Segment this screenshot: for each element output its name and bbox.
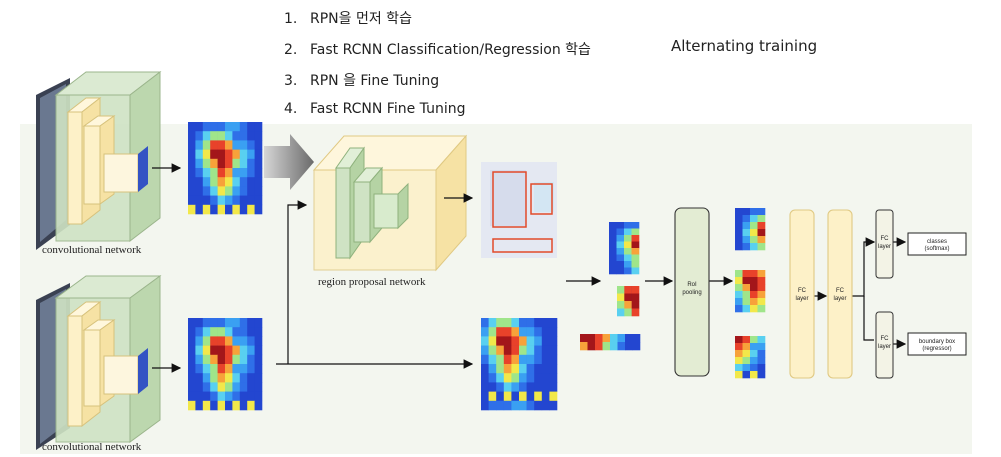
conv-layer xyxy=(83,329,101,407)
layer-label: layer xyxy=(878,244,891,250)
step-text: RPN 을 Fine Tuning xyxy=(310,73,440,89)
alternating-training-label: Alternating training xyxy=(671,37,818,55)
bbox-label: boundary box xyxy=(919,339,955,345)
layer-label: layer xyxy=(795,296,808,302)
conv-network-caption: convolutional network xyxy=(42,441,142,453)
step-text: RPN을 먼저 학습 xyxy=(310,11,412,27)
conv-layer xyxy=(67,315,83,427)
feature-map-edge xyxy=(138,348,148,394)
conv-network-caption: convolutional network xyxy=(42,244,142,256)
conv-network-top xyxy=(36,70,182,250)
fc-layer-2: FC layer xyxy=(827,209,853,379)
pooling-label: pooling xyxy=(682,290,701,296)
proposal-box xyxy=(492,238,553,253)
layer-label: layer xyxy=(833,296,846,302)
step-text: Fast RCNN Classification/Regression 학습 xyxy=(310,42,591,58)
proposal-box xyxy=(492,171,527,228)
feature-map-top xyxy=(188,122,263,215)
proposal-box xyxy=(530,183,553,215)
rpn-layer xyxy=(335,167,351,259)
softmax-label: (softmax) xyxy=(924,246,949,252)
step-item: 1. RPN을 먼저 학습 xyxy=(284,8,412,28)
step-item: 2. Fast RCNN Classification/Regression 학습 xyxy=(284,39,591,59)
fc-label: FC xyxy=(881,336,890,342)
rpn-layer xyxy=(373,193,399,229)
fc-layer-bbox: FC layer xyxy=(875,311,894,379)
fc-label: FC xyxy=(798,288,807,294)
roi-crop-wide xyxy=(580,334,641,351)
step-number: 4. xyxy=(284,101,298,117)
rpn-layer xyxy=(353,181,371,243)
step-number: 1. xyxy=(284,11,298,27)
conv-network-bottom xyxy=(36,275,182,450)
pooled-map xyxy=(735,336,766,379)
feature-map-edge xyxy=(138,146,148,192)
regressor-label: (regressor) xyxy=(922,346,951,352)
step-number: 2. xyxy=(284,42,298,58)
feature-map-bottom xyxy=(188,318,263,411)
bbox-output: boundary box (regressor) xyxy=(907,332,967,356)
layer-label: layer xyxy=(878,344,891,350)
roi-pooling-block: RoI pooling xyxy=(674,207,710,377)
step-text: Fast RCNN Fine Tuning xyxy=(310,101,466,117)
conv-layer xyxy=(103,153,139,193)
conv-layer xyxy=(67,111,83,225)
classes-output: classes (softmax) xyxy=(907,232,967,256)
roi-crop-small xyxy=(617,286,640,317)
feature-map-heatmaps xyxy=(188,122,766,411)
region-proposals xyxy=(481,162,557,258)
classes-label: classes xyxy=(927,239,947,245)
feature-map-proposal xyxy=(481,318,558,411)
roi-crop-tall xyxy=(609,222,640,275)
pooled-map xyxy=(735,270,766,313)
big-gray-arrow xyxy=(264,134,314,190)
fc-label: FC xyxy=(881,236,890,242)
connector-lines xyxy=(276,200,907,369)
step-number: 3. xyxy=(284,73,298,89)
rpn-caption: region proposal network xyxy=(318,276,426,288)
fc-layer-classes: FC layer xyxy=(875,209,894,279)
fc-layer-1: FC layer xyxy=(789,209,815,379)
step-item: 4. Fast RCNN Fine Tuning xyxy=(284,101,465,117)
fc-label: FC xyxy=(836,288,845,294)
conv-layer xyxy=(103,355,139,395)
conv-layer xyxy=(83,125,101,205)
pooled-map xyxy=(735,208,766,251)
region-proposal-network xyxy=(312,134,474,272)
roi-label: RoI xyxy=(687,282,697,288)
step-item: 3. RPN 을 Fine Tuning xyxy=(284,70,439,90)
